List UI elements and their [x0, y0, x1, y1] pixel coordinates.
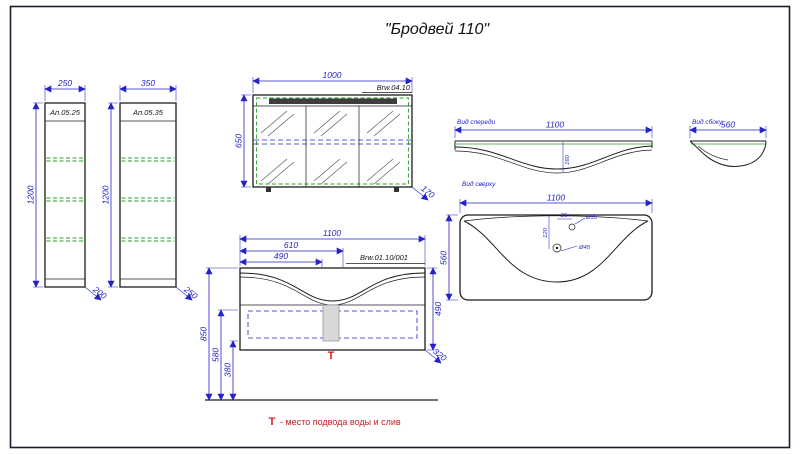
trap-zone	[322, 304, 340, 342]
floor-580-label: 580	[211, 348, 221, 362]
foot-left	[266, 187, 271, 192]
height-dimension-label: 490	[433, 302, 443, 316]
drawing-title: "Бродвей 110"	[385, 21, 490, 38]
cabinet-outline	[252, 94, 413, 188]
drain-hole	[552, 243, 562, 253]
basin-inner-line	[697, 145, 729, 161]
width-dimension-label: 1100	[547, 193, 566, 203]
depth-160-label: 160	[565, 154, 571, 164]
dim-d45-label: Ø45	[578, 245, 591, 251]
carcass-dashed-outline	[256, 97, 409, 185]
vanity-cabinet: 1100 610 490 Brw.01.10/001 Т 490 320 850…	[199, 228, 449, 401]
cabinet-outline	[44, 102, 86, 288]
t-marker-label: Т	[328, 350, 335, 362]
width-dimension-label: 1100	[323, 228, 342, 238]
basin-wave-line-1	[454, 145, 653, 170]
mirror-hatch-lines	[260, 110, 401, 185]
basin-wave-line-2	[454, 149, 653, 174]
basin-outline	[463, 220, 649, 283]
depth-dimension-label: 170	[419, 183, 437, 200]
width-dimension-label: 560	[721, 120, 735, 130]
basin-back-line	[463, 215, 649, 222]
foot-right	[394, 187, 399, 192]
faucet-hole	[568, 223, 576, 231]
basin-wave-line-1	[239, 272, 426, 302]
shelf-lines	[46, 157, 84, 242]
basin-profile-line	[689, 140, 767, 167]
view-caption: Вид спереди	[457, 118, 496, 126]
dim-610-label: 610	[284, 240, 298, 250]
floor-380-label: 380	[223, 363, 233, 377]
depth-dimension-line	[411, 186, 429, 201]
cabinet-outline	[239, 267, 426, 351]
detail-dim-lines	[548, 215, 586, 252]
countertop-outline	[459, 214, 653, 301]
depth-dimension-label: 200	[90, 284, 108, 301]
tall-cabinet-250: 250 Ап.05.25 1200 200	[26, 78, 109, 301]
floor-dim-extension-lines	[206, 267, 238, 342]
sheet-border	[9, 5, 791, 449]
cabinet-outline	[119, 102, 177, 288]
depth-dimension-label: 320	[431, 346, 449, 363]
glass-shelf-lines	[254, 139, 411, 145]
height-dimension-label: 1200	[101, 185, 111, 204]
sink-front-view: Вид спереди 1100 160	[454, 118, 653, 174]
depth-dimension-line	[175, 286, 193, 301]
width-dimension-label: 350	[141, 78, 155, 88]
width-dimension-label: 1100	[546, 120, 565, 130]
cabinet-code-label: Ап.05.25	[49, 108, 81, 117]
height-dimension-label: 650	[234, 134, 244, 148]
legend: Т - место подвода воды и слив	[269, 416, 401, 428]
dim-d35-label: Ø35	[585, 215, 598, 221]
dim-120-label: 120	[543, 227, 549, 237]
drain-center	[555, 246, 559, 250]
sink-side-view: Вид сбоку 560	[689, 118, 767, 167]
countertop-edge	[454, 140, 653, 150]
cabinet-code-label: Brw.04.10	[377, 83, 411, 92]
depth-dimension-label: 250	[181, 284, 199, 301]
light-strip	[269, 98, 397, 104]
floor-850-label: 850	[199, 327, 209, 341]
depth-dimension-line	[424, 349, 442, 364]
depth-dimension-line	[84, 286, 102, 301]
depth-dimension-label: 560	[439, 251, 449, 265]
view-caption: Вид сбоку	[692, 118, 723, 126]
mirror-cabinet: 1000 Brw.04.10 650 170	[234, 70, 437, 201]
panel-lines	[45, 120, 85, 280]
legend-t-marker: Т	[269, 416, 276, 428]
legend-text: - место подвода воды и слив	[280, 417, 401, 427]
door-divider-lines	[253, 105, 412, 187]
cabinet-code-label: Ап.05.35	[132, 108, 164, 117]
width-dimension-label: 1000	[323, 70, 342, 80]
dim-490-label: 490	[274, 251, 288, 261]
shelf-lines	[121, 157, 175, 242]
view-caption: Вид сверху	[462, 180, 496, 188]
sink-top-view: Вид сверху 1100 560 25 Ø35 120 Ø45	[439, 180, 653, 301]
panel-lines	[120, 120, 176, 280]
dim-25-label: 25	[560, 213, 568, 219]
tall-cabinet-350: 350 Ап.05.35 1200 250	[101, 78, 200, 301]
cabinet-code-label: Brw.01.10/001	[360, 253, 408, 262]
height-dimension-label: 1200	[26, 185, 36, 204]
width-dimension-label: 250	[57, 78, 72, 88]
